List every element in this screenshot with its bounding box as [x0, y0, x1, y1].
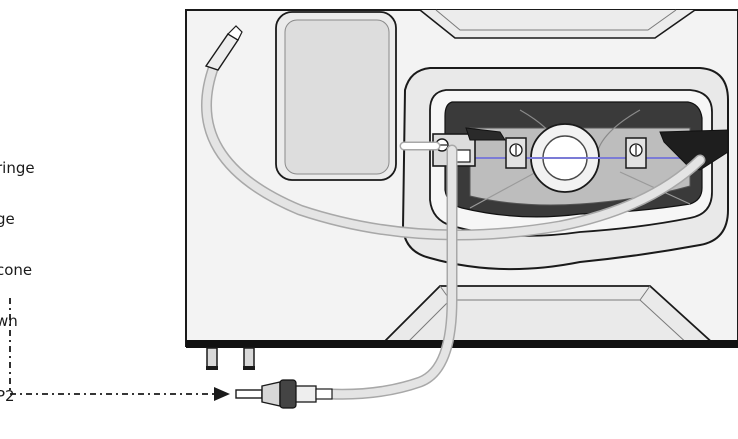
drain-tube — [326, 146, 456, 399]
bottom-port-1 — [206, 347, 218, 369]
callout-line-2: ge — [0, 210, 15, 228]
bottom-port-2 — [243, 347, 255, 369]
vertical-slot-inner — [284, 19, 390, 175]
top-housing-inner — [435, 9, 677, 31]
callout-reference: P2 — [0, 387, 15, 405]
callout-line-4: wn — [0, 312, 18, 330]
arrowhead-icon — [214, 387, 230, 401]
sample-tube — [202, 62, 704, 239]
lower-housing-inner — [403, 299, 691, 347]
base-strip — [186, 340, 738, 348]
left-arm — [465, 127, 506, 141]
luer-connector-icon — [235, 379, 333, 409]
callout-line-1: ringe — [0, 159, 35, 177]
callout-text: ringe ge cone wn P2 — [0, 126, 35, 439]
callout-line-3: cone — [0, 261, 33, 279]
leader-line — [9, 298, 216, 395]
instrument-diagram: ringe ge cone wn P2 — [0, 9, 738, 409]
instrument-illustration — [9, 9, 738, 409]
right-arm — [659, 129, 729, 171]
top-housing — [419, 9, 696, 39]
